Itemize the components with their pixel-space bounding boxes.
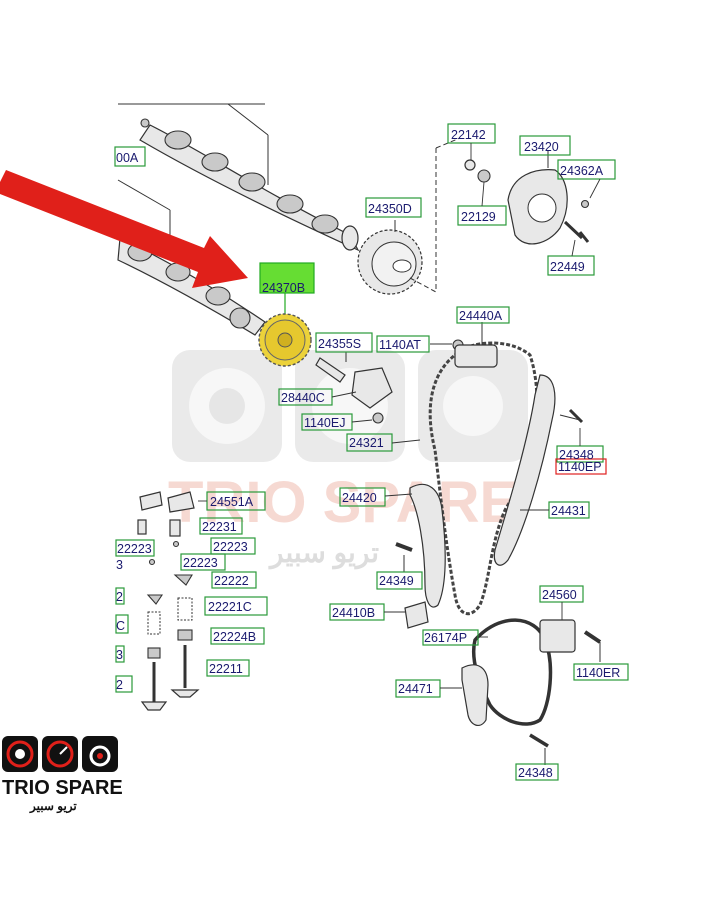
label-24350D: 24350D	[368, 202, 412, 216]
label-22222: 22222	[214, 574, 249, 588]
brand-name-ar: تريو سبير	[29, 799, 77, 814]
label-24420: 24420	[342, 491, 377, 505]
label-cut-2: 2	[116, 590, 123, 604]
label-28440C: 28440C	[281, 391, 325, 405]
sprocket-24350D	[357, 137, 461, 295]
label-1140ER: 1140ER	[576, 666, 620, 680]
part-labels	[114, 123, 629, 781]
label-22224B: 22224B	[213, 630, 256, 644]
label-24551A: 24551A	[210, 495, 254, 509]
label-text: 22142 23420 24362A 24350D 22129 22449 00…	[116, 128, 620, 780]
guide-24471	[461, 664, 549, 765]
label-22129: 22129	[461, 210, 496, 224]
red-arrow-icon	[0, 170, 248, 288]
label-22142: 22142	[451, 128, 486, 142]
label-22223-right: 22223	[213, 540, 248, 554]
label-24348-upper: 24348	[559, 448, 594, 462]
leader-lines	[198, 143, 601, 689]
label-24348-lower: 24348	[518, 766, 553, 780]
chain-guide-24431	[493, 374, 584, 566]
label-cut-C: C	[116, 619, 125, 633]
label-cut-2b: 2	[116, 678, 123, 692]
label-1140EJ: 1140EJ	[304, 416, 345, 430]
watermark-text-ar: تريو سبير	[268, 537, 379, 570]
chain-guide-24440A	[454, 322, 498, 368]
label-cut-3b: 3	[116, 648, 123, 662]
label-24471: 24471	[398, 682, 433, 696]
watermark: TRIO SPARE تريو سبير	[168, 350, 528, 570]
tensioner-24410B	[404, 601, 429, 629]
label-22223-mid: 22223	[183, 556, 218, 570]
label-24440A: 24440A	[459, 309, 503, 323]
trio-spare-logo: TRIO SPARE تريو سبير	[2, 736, 123, 814]
label-1140EP: 1140EP	[558, 460, 602, 474]
label-24431: 24431	[551, 504, 586, 518]
label-22211: 22211	[209, 662, 243, 676]
tensioner-24560	[539, 619, 602, 662]
label-24370B: 24370B	[262, 281, 305, 295]
label-00A: 00A	[116, 151, 139, 165]
label-24362A: 24362A	[560, 164, 604, 178]
label-23420: 23420	[524, 140, 559, 154]
label-24349: 24349	[379, 574, 414, 588]
watermark-text: TRIO SPARE	[168, 470, 518, 535]
label-1140AT: 1140AT	[379, 338, 421, 352]
label-24355S: 24355S	[318, 337, 361, 351]
label-22221C: 22221C	[208, 600, 252, 614]
timing-chain-24321	[428, 341, 539, 616]
label-22231: 22231	[202, 520, 237, 534]
tensioner-arm-24420	[409, 483, 446, 608]
label-24321: 24321	[349, 436, 384, 450]
label-26174P: 26174P	[424, 631, 467, 645]
valve-train	[137, 491, 200, 711]
cover-plate-23420	[464, 150, 590, 245]
sensor-28440C	[351, 339, 464, 424]
label-cut-3: 3	[116, 558, 123, 572]
label-24560: 24560	[542, 588, 577, 602]
label-24410B: 24410B	[332, 606, 375, 620]
label-22223-left: 22223	[117, 542, 152, 556]
label-22449: 22449	[550, 260, 585, 274]
brand-name: TRIO SPARE	[2, 777, 123, 799]
sprocket-24370B[interactable]: 24370B	[258, 262, 315, 367]
bolt-24349	[395, 542, 413, 572]
bolt-24355S	[315, 352, 347, 383]
